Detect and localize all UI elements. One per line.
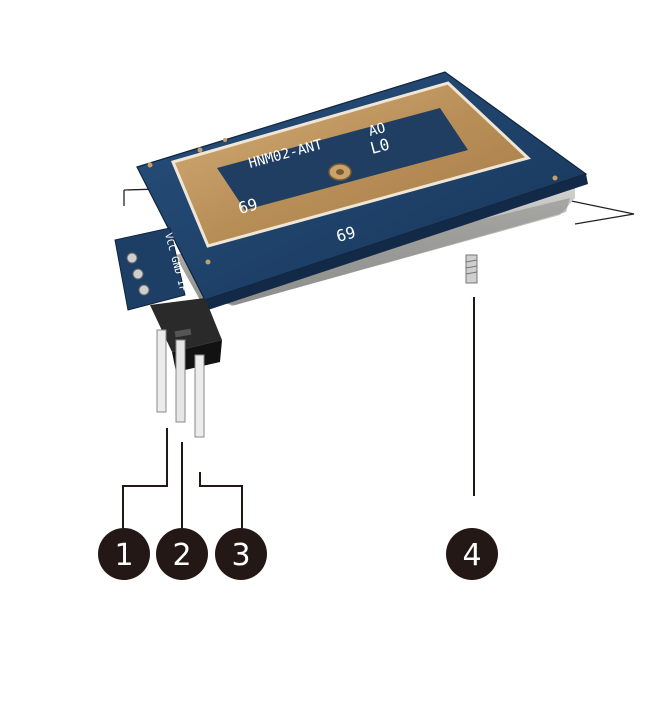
callout-2-label: 2: [172, 538, 191, 573]
callout-3-label: 3: [231, 538, 250, 573]
callout-1: 1: [98, 528, 150, 580]
header-pins: [156, 329, 205, 438]
leader-lines: [122, 297, 475, 528]
callout-4: 4: [446, 528, 498, 580]
antenna-code-a: AO: [367, 120, 387, 140]
antenna-code-b: L0: [368, 135, 392, 158]
callout-4-label: 4: [462, 538, 481, 573]
antenna-patch: [170, 81, 531, 248]
callout-3: 3: [215, 528, 267, 580]
mount-post: [465, 254, 478, 284]
board-number-2: 69: [334, 223, 358, 246]
board-number-1: 69: [236, 195, 260, 218]
callout-2: 2: [156, 528, 208, 580]
callout-1-label: 1: [114, 538, 133, 573]
